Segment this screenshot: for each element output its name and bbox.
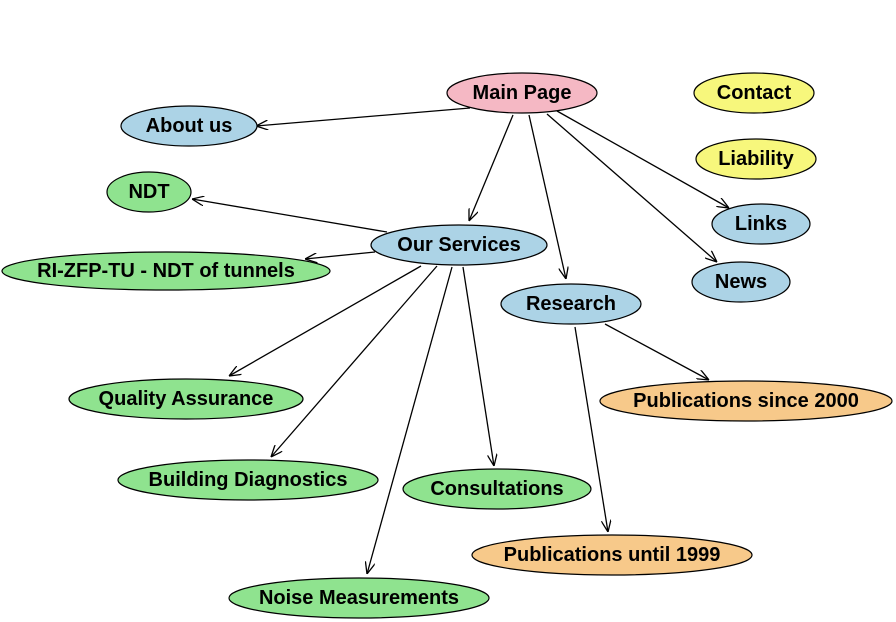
node-about-us-label: About us xyxy=(146,115,233,137)
node-liability-label: Liability xyxy=(718,148,794,170)
node-liability-ellipse xyxy=(695,138,817,180)
node-publications-until-1999-label: Publications until 1999 xyxy=(504,544,721,566)
node-noise-measurements[interactable]: Noise Measurements xyxy=(228,577,490,619)
edge-our-services-to-quality-assurance xyxy=(229,265,422,376)
node-publications-since-2000-ellipse xyxy=(599,380,893,422)
node-research-label: Research xyxy=(526,293,616,315)
node-building-diagnostics-label: Building Diagnostics xyxy=(149,469,348,491)
node-links-ellipse xyxy=(711,203,811,245)
node-building-diagnostics-ellipse xyxy=(117,459,379,501)
node-noise-measurements-ellipse xyxy=(228,577,490,619)
node-ndt[interactable]: NDT xyxy=(106,171,192,213)
edge-our-services-to-building-diagnostics xyxy=(271,265,438,457)
node-ndt-ellipse xyxy=(106,171,192,213)
node-ri-zfp-tu-label: RI-ZFP-TU - NDT of tunnels xyxy=(37,260,295,282)
node-news-label: News xyxy=(715,271,767,293)
edge-main-page-to-news xyxy=(546,113,717,262)
node-links-label: Links xyxy=(735,213,787,235)
edge-research-to-publications-since-2000 xyxy=(604,323,709,380)
edge-main-page-to-our-services xyxy=(469,114,514,221)
node-publications-until-1999-ellipse xyxy=(471,534,753,576)
node-news[interactable]: News xyxy=(691,261,791,303)
node-publications-since-2000[interactable]: Publications since 2000 xyxy=(599,380,893,422)
node-our-services[interactable]: Our Services xyxy=(370,224,548,266)
node-quality-assurance-ellipse xyxy=(68,378,304,420)
edge-research-to-publications-until-1999 xyxy=(574,326,608,532)
node-main-page-ellipse xyxy=(446,72,598,114)
node-liability[interactable]: Liability xyxy=(695,138,817,180)
node-publications-until-1999[interactable]: Publications until 1999 xyxy=(471,534,753,576)
node-contact[interactable]: Contact xyxy=(693,72,815,114)
node-ri-zfp-tu[interactable]: RI-ZFP-TU - NDT of tunnels xyxy=(1,251,331,291)
node-publications-since-2000-label: Publications since 2000 xyxy=(633,390,859,412)
edge-main-page-to-about-us xyxy=(256,107,471,126)
edge-our-services-to-ri-zfp-tu xyxy=(305,251,376,259)
edges-layer xyxy=(192,107,729,574)
edge-main-page-to-links xyxy=(556,110,729,208)
node-noise-measurements-label: Noise Measurements xyxy=(259,587,459,609)
edge-our-services-to-ndt xyxy=(192,199,388,233)
edge-our-services-to-consultations xyxy=(462,266,494,466)
node-news-ellipse xyxy=(691,261,791,303)
edge-main-page-to-research xyxy=(528,114,566,279)
node-our-services-label: Our Services xyxy=(397,234,520,256)
node-building-diagnostics[interactable]: Building Diagnostics xyxy=(117,459,379,501)
node-research[interactable]: Research xyxy=(500,283,642,325)
edge-our-services-to-noise-measurements xyxy=(367,266,453,574)
node-quality-assurance-label: Quality Assurance xyxy=(99,388,274,410)
node-consultations-ellipse xyxy=(402,468,592,510)
node-about-us[interactable]: About us xyxy=(120,105,258,147)
node-ndt-label: NDT xyxy=(128,181,169,203)
node-research-ellipse xyxy=(500,283,642,325)
node-ri-zfp-tu-ellipse xyxy=(1,251,331,291)
node-our-services-ellipse xyxy=(370,224,548,266)
node-about-us-ellipse xyxy=(120,105,258,147)
node-consultations-label: Consultations xyxy=(430,478,563,500)
node-links[interactable]: Links xyxy=(711,203,811,245)
node-consultations[interactable]: Consultations xyxy=(402,468,592,510)
node-contact-ellipse xyxy=(693,72,815,114)
node-quality-assurance[interactable]: Quality Assurance xyxy=(68,378,304,420)
node-contact-label: Contact xyxy=(717,82,792,104)
node-main-page[interactable]: Main Page xyxy=(446,72,598,114)
node-main-page-label: Main Page xyxy=(473,82,572,104)
